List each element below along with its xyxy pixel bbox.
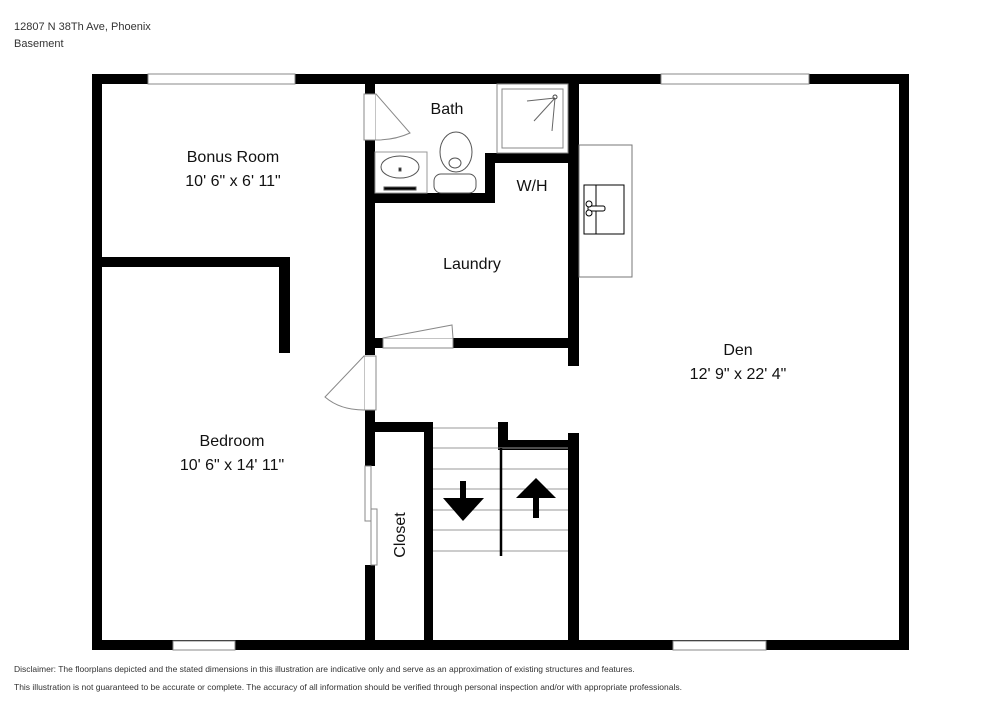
room-dimensions: 10' 6" x 14' 11" bbox=[179, 457, 285, 474]
room-bath: Bath bbox=[431, 98, 464, 122]
disclaimer-line-2: This illustration is not guaranteed to b… bbox=[14, 682, 682, 692]
stairs-up-arrow-icon bbox=[516, 478, 556, 518]
room-den: Den 12' 9" x 22' 4" bbox=[690, 339, 787, 387]
shower-icon bbox=[496, 83, 569, 154]
sink-icon bbox=[374, 151, 428, 194]
doors bbox=[324, 93, 454, 566]
windows bbox=[147, 73, 810, 651]
room-laundry: Laundry bbox=[443, 253, 501, 277]
room-name: Laundry bbox=[443, 256, 501, 273]
room-dimensions: 12' 9" x 22' 4" bbox=[689, 366, 787, 383]
room-name: W/H bbox=[516, 178, 548, 195]
walls bbox=[92, 74, 909, 650]
room-name: Den bbox=[723, 342, 753, 359]
room-bedroom: Bedroom 10' 6" x 14' 11" bbox=[180, 430, 284, 478]
stairs-down-arrow-icon bbox=[443, 481, 484, 521]
laundry-sink-icon bbox=[578, 144, 633, 278]
room-closet: Closet bbox=[392, 512, 409, 558]
room-wh: W/H bbox=[516, 175, 547, 199]
room-name: Bonus Room bbox=[186, 149, 280, 166]
room-name: Bath bbox=[430, 101, 464, 118]
disclaimer-line-1: Disclaimer: The floorplans depicted and … bbox=[14, 664, 635, 674]
floor-level: Basement bbox=[14, 38, 64, 50]
room-name: Bedroom bbox=[199, 433, 265, 450]
property-address: 12807 N 38Th Ave, Phoenix bbox=[14, 21, 151, 33]
room-dimensions: 10' 6" x 6' 11" bbox=[185, 173, 281, 190]
toilet-icon bbox=[433, 131, 477, 194]
room-bonus-room: Bonus Room 10' 6" x 6' 11" bbox=[185, 146, 280, 194]
